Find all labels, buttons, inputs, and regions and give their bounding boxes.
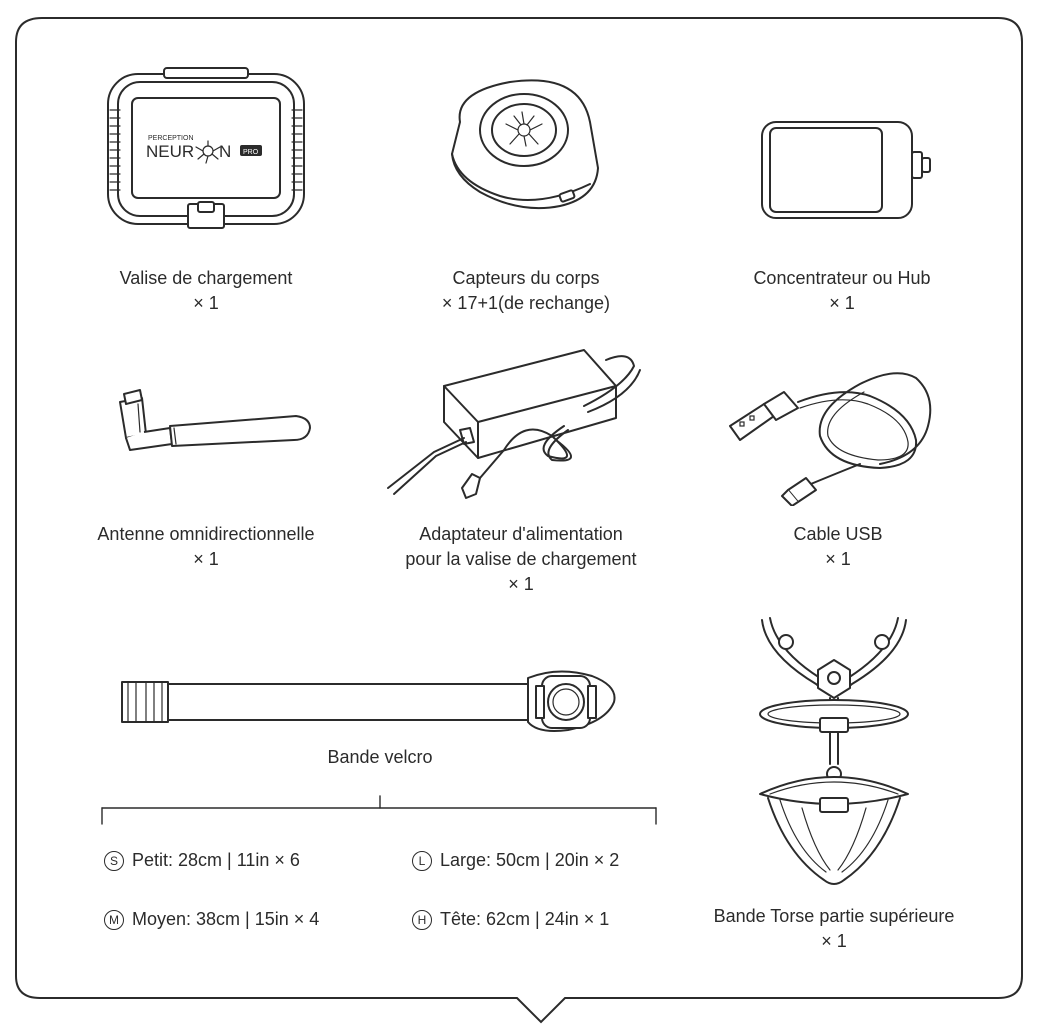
caption-qty: × 17+1(de rechange) [441, 293, 611, 313]
caption-name: Capteurs du corps [452, 268, 600, 288]
torso-strap-icon [759, 617, 909, 885]
caption-hub: Concentrateur ou Hub × 1 [677, 266, 1007, 316]
caption-antenna: Antenne omnidirectionnelle × 1 [41, 522, 371, 572]
velcro-strap-icon [121, 670, 616, 732]
case-logo-line2: NEUR [146, 142, 194, 161]
size-text: Moyen: 38cm | 15in × 4 [132, 909, 320, 929]
size-text: Petit: 28cm | 11in × 6 [132, 850, 300, 870]
size-text: Tête: 62cm | 24in × 1 [440, 909, 610, 929]
case-logo-badge: PRO [243, 149, 259, 156]
size-bracket [101, 795, 657, 825]
caption-body-sensors: Capteurs du corps × 17+1(de rechange) [361, 266, 691, 316]
power-adapter-icon [387, 349, 641, 499]
usb-cable-icon [729, 372, 932, 506]
size-large: L Large: 50cm | 20in × 2 [412, 849, 619, 871]
caption-name: Bande velcro [327, 747, 433, 767]
caption-qty: × 1 [508, 574, 534, 594]
size-medium: M Moyen: 38cm | 15in × 4 [104, 908, 319, 930]
size-head: H Tête: 62cm | 24in × 1 [412, 908, 609, 930]
caption-qty: × 1 [825, 549, 851, 569]
case-logo-line1: PERCEPTION [148, 135, 194, 142]
caption-qty: × 1 [193, 549, 219, 569]
caption-name: Antenne omnidirectionnelle [97, 524, 315, 544]
body-sensor-icon [451, 79, 599, 210]
size-letter-badge: H [412, 910, 432, 930]
caption-name: Adaptateur d'alimentation [419, 524, 623, 544]
size-letter-badge: S [104, 851, 124, 871]
size-letter-badge: L [412, 851, 432, 871]
caption-name: Cable USB [793, 524, 883, 544]
caption-name: Bande Torse partie supérieure [713, 906, 955, 926]
caption-charging-case: Valise de chargement × 1 [41, 266, 371, 316]
caption-torso-strap: Bande Torse partie supérieure × 1 [669, 904, 999, 954]
caption-velcro-strap: Bande velcro [215, 745, 545, 770]
antenna-icon [119, 389, 311, 451]
charging-case-icon: PERCEPTION NEUR N PRO [107, 67, 305, 229]
size-letter-badge: M [104, 910, 124, 930]
caption-name: Concentrateur ou Hub [753, 268, 931, 288]
caption-name-line2: pour la valise de chargement [405, 549, 637, 569]
caption-power-adapter: Adaptateur d'alimentation pour la valise… [356, 522, 686, 597]
size-small: S Petit: 28cm | 11in × 6 [104, 849, 300, 871]
caption-usb-cable: Cable USB × 1 [673, 522, 1003, 572]
caption-qty: × 1 [829, 293, 855, 313]
hub-icon [761, 121, 931, 219]
caption-qty: × 1 [193, 293, 219, 313]
caption-name: Valise de chargement [119, 268, 293, 288]
caption-qty: × 1 [821, 931, 847, 951]
case-logo-line3: N [219, 142, 231, 161]
size-text: Large: 50cm | 20in × 2 [440, 850, 620, 870]
